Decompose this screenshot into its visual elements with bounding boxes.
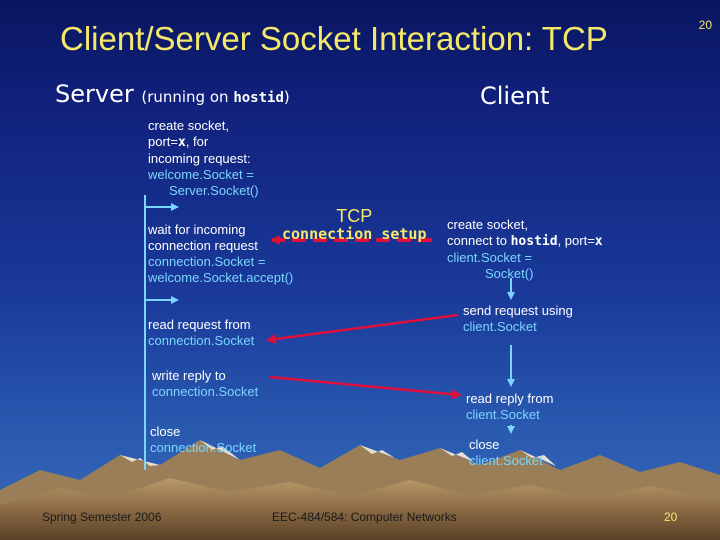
server-accept-step: wait for incoming connection request con… <box>148 222 294 285</box>
footer-course: EEC-484/584: Computer Networks <box>272 510 457 524</box>
footer-page-number: 20 <box>664 510 678 524</box>
slide-title: Client/Server Socket Interaction: TCP <box>60 20 608 57</box>
server-label: Server <box>55 80 134 108</box>
client-read-reply-step: read reply from client.Socket <box>466 391 554 422</box>
client-close-step: close client.Socket <box>469 437 543 468</box>
request-arrow <box>266 313 459 344</box>
client-send-request-step: send request using client.Socket <box>463 303 573 334</box>
server-read-request-step: read request from connection.Socket <box>148 317 255 348</box>
server-write-reply-step: write reply to connection.Socket <box>152 368 259 399</box>
footer-semester: Spring Semester 2006 <box>42 510 162 524</box>
running-prefix: (running on <box>141 88 234 106</box>
tcp-connection-setup-label: TCP connection setup <box>282 206 427 243</box>
server-host: hostid <box>233 90 284 106</box>
mountain-range <box>0 440 720 540</box>
server-close-step: close connection.Socket <box>150 424 257 455</box>
server-flow-line <box>144 195 179 470</box>
server-create-socket-step: create socket, port=x, for incoming requ… <box>148 118 259 198</box>
client-heading: Client <box>480 82 550 110</box>
server-heading: Server (running on hostid) <box>55 80 290 108</box>
running-suffix: ) <box>283 88 290 106</box>
slide-number: 20 <box>698 18 712 32</box>
reply-arrow <box>269 375 462 400</box>
client-create-socket-step: create socket, connect to hostid, port=x… <box>447 217 603 281</box>
